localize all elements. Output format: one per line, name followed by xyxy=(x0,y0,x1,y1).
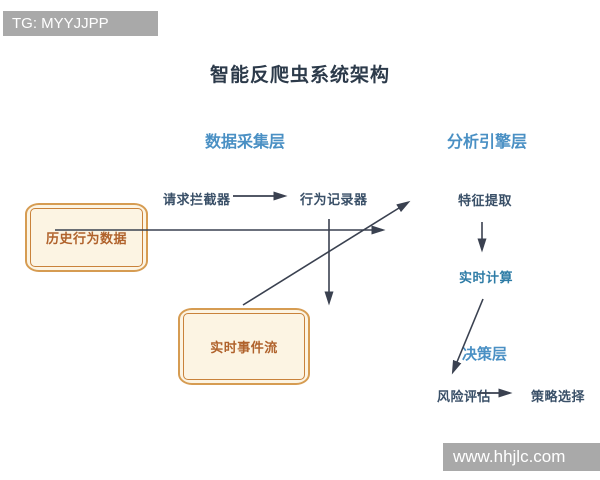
node-realtime-computing: 实时计算 xyxy=(459,270,514,285)
node-request-interceptor: 请求拦截器 xyxy=(163,192,231,207)
edge-event-stream-to-feature xyxy=(242,200,411,306)
node-behavior-recorder: 行为记录器 xyxy=(300,192,368,207)
box-label: 实时事件流 xyxy=(210,340,278,355)
layer-header-analysis-engine: 分析引擎层 xyxy=(447,134,528,151)
watermark-telegram-banner: TG: MYYJJPP xyxy=(3,11,158,36)
node-feature-extraction: 特征提取 xyxy=(458,193,513,208)
box-label: 历史行为数据 xyxy=(45,231,127,246)
historical-behavior-data-node: 历史行为数据 xyxy=(25,203,148,272)
node-risk-assessment: 风险评估 xyxy=(437,389,492,404)
realtime-event-stream-node: 实时事件流 xyxy=(178,308,310,385)
watermark-website-banner: www.hhjlc.com xyxy=(443,443,600,471)
box-inner-border: 历史行为数据 xyxy=(30,208,143,267)
diagram-title: 智能反爬虫系统架构 xyxy=(209,65,390,86)
box-inner-border: 实时事件流 xyxy=(183,313,305,380)
layer-header-data-collection: 数据采集层 xyxy=(205,134,286,151)
node-strategy-selection: 策略选择 xyxy=(531,389,586,404)
layer-header-decision: 决策层 xyxy=(462,346,508,363)
